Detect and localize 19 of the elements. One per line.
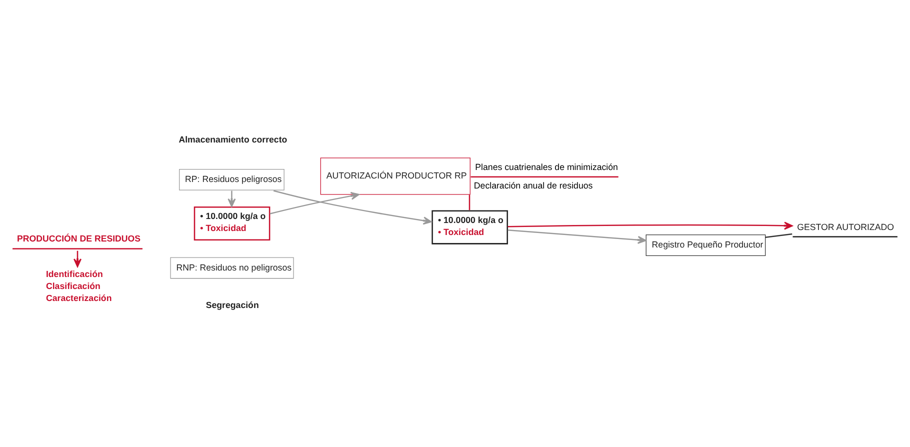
arrow [508, 222, 793, 230]
arrow [270, 192, 360, 214]
node-box: • 10.0000 kg/a o • Toxicidad [194, 206, 270, 241]
arrow [228, 190, 236, 208]
node-text: PRODUCCIÓN DE RESIDUOS [16, 233, 141, 244]
label: Segregación [206, 300, 259, 310]
arrow [273, 190, 432, 225]
node-label: Planes cuatrienales de minimización [475, 162, 618, 172]
node-box: Registro Pequeño Productor [646, 234, 766, 256]
arrow [508, 230, 646, 244]
node-label: Declaración anual de residuos [474, 180, 593, 190]
connector [765, 233, 792, 238]
node-text: GESTOR AUTORIZADO [797, 222, 894, 232]
node-box: RP: Residuos peligrosos [179, 168, 284, 190]
node-box: • 10.0000 kg/a o • Toxicidad [432, 210, 508, 244]
node-text: Identificación Clasificación Caracterización [46, 269, 112, 304]
label: Almacenamiento correcto [178, 134, 288, 145]
node-box: RNP: Residuos no peligrosos [170, 257, 294, 279]
connector [468, 194, 470, 210]
